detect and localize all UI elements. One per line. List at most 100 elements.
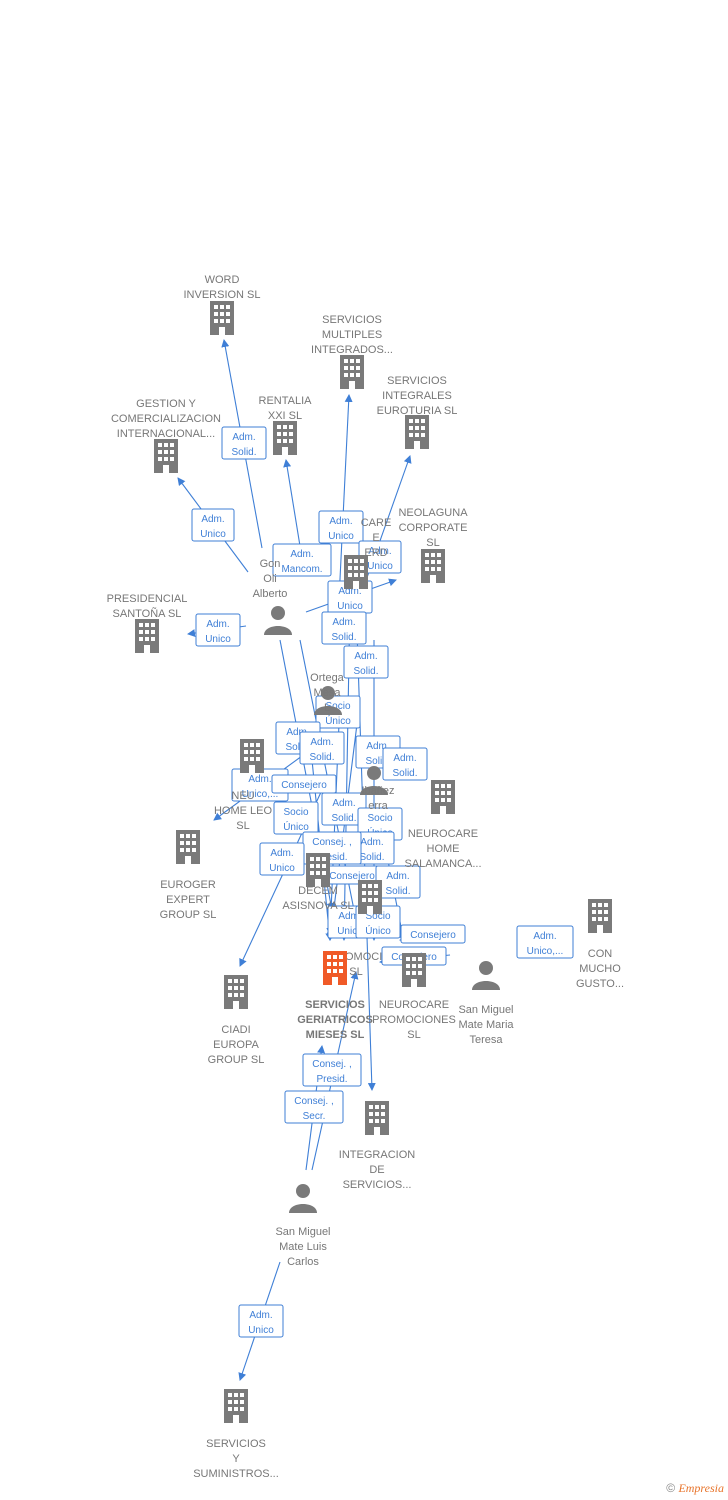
building-icon[interactable] — [405, 415, 429, 449]
building-icon[interactable] — [224, 1389, 248, 1423]
building-icon[interactable] — [588, 899, 612, 933]
node-neuhome[interactable]: NEU HOME LEO SL — [214, 739, 273, 832]
node-conmucho[interactable]: CONMUCHOGUSTO... — [576, 899, 624, 990]
node-integracion[interactable]: INTEGRACIONDESERVICIOS... — [339, 1101, 415, 1191]
relationship-tag-label: Adm.Solid. — [231, 432, 256, 458]
building-icon[interactable] — [135, 619, 159, 653]
brand-logo[interactable]: Empresia — [678, 1481, 724, 1495]
node-label-line: HOME LEO — [214, 805, 273, 817]
relationship-tag[interactable]: Adm.Unico — [318, 510, 364, 544]
node-label-line: SL — [426, 537, 439, 549]
relationship-tag[interactable]: Adm.Unico — [191, 508, 235, 542]
node-label-line: NEUROCARE — [408, 828, 478, 840]
building-icon[interactable] — [358, 880, 382, 914]
relationship-tag[interactable]: Adm.Solid. — [343, 645, 389, 679]
building-icon[interactable] — [273, 421, 297, 455]
building-icon[interactable] — [431, 780, 455, 814]
relationship-tag-label: Consej. ,Secr. — [294, 1096, 333, 1122]
node-label-line: SERVICIOS — [322, 314, 382, 326]
relationship-tag-label: Adm.Unico — [328, 516, 354, 542]
node-ssuministros[interactable]: SERVICIOSYSUMINISTROS... — [193, 1389, 279, 1480]
building-icon[interactable] — [240, 739, 264, 773]
node-label-line: GROUP SL — [208, 1054, 265, 1066]
node-gestion[interactable]: GESTION YCOMERCIALIZACIONINTERNACIONAL..… — [111, 398, 221, 473]
tags-layer: Adm.Solid.Adm.UnicoAdm.Mancom.Adm.UnicoA… — [191, 426, 574, 1338]
node-label-line: MUCHO — [579, 963, 621, 975]
building-icon[interactable] — [323, 951, 347, 985]
person-icon[interactable] — [289, 1184, 317, 1213]
building-icon[interactable] — [340, 355, 364, 389]
building-icon[interactable] — [154, 439, 178, 473]
relationship-tag[interactable]: Adm.Unico — [238, 1304, 284, 1338]
node-label-line: MIESES SL — [306, 1029, 365, 1041]
person-icon[interactable] — [264, 606, 292, 635]
building-icon[interactable] — [365, 1101, 389, 1135]
node-label-line: SERVICIOS — [206, 1438, 266, 1450]
relationship-tag-label: Adm.Solid. — [353, 651, 378, 677]
relationship-tag-label: Adm.Unico — [200, 514, 226, 540]
relationship-tag[interactable]: Adm.Unico — [259, 842, 305, 876]
relationship-tag[interactable]: Adm.Mancom. — [272, 543, 332, 577]
building-icon[interactable] — [224, 975, 248, 1009]
node-label-line: Mate Maria — [458, 1019, 514, 1031]
node-label-line: EUROTURIA SL — [377, 405, 458, 417]
relationship-tag[interactable]: Adm.Solid. — [321, 611, 367, 645]
node-label-line: NEU — [231, 790, 254, 802]
building-icon[interactable] — [344, 555, 368, 589]
relationship-tag-label: Adm.Solid. — [365, 741, 390, 767]
node-label-line: CORPORATE — [399, 522, 468, 534]
building-icon[interactable] — [210, 301, 234, 335]
relationship-tag[interactable]: Adm.Solid. — [382, 747, 428, 781]
node-label-line: Y — [232, 1453, 240, 1465]
node-label-line: HOME — [427, 843, 460, 855]
node-label-line: CIADI — [221, 1024, 250, 1036]
relationship-tag[interactable]: Consejero — [400, 924, 466, 944]
footer-brand: © Empresia — [666, 1481, 724, 1496]
building-icon[interactable] — [306, 853, 330, 887]
building-icon[interactable] — [176, 830, 200, 864]
copyright-icon: © — [666, 1481, 676, 1495]
building-icon[interactable] — [402, 953, 426, 987]
node-label-line: ERD — [364, 547, 387, 559]
relationship-tag[interactable]: Adm.Unico,... — [516, 925, 574, 959]
relationship-tag[interactable]: Adm.Solid. — [375, 865, 421, 899]
relationship-tag-label: Adm.Unico — [248, 1310, 274, 1336]
relationship-tag-label: Consej. ,Presid. — [312, 837, 351, 863]
relationship-tag[interactable]: Adm.Unico — [195, 613, 241, 647]
node-label-line: San Miguel — [275, 1226, 330, 1238]
person-icon[interactable] — [472, 961, 500, 990]
relationship-tag-label: Adm.Solid. — [285, 727, 310, 753]
node-label-line: L — [324, 702, 330, 714]
relationship-tag[interactable]: Consej. ,Secr. — [284, 1090, 344, 1124]
relationship-tag[interactable]: Adm.Solid. — [299, 731, 345, 765]
node-label-line: Mesa — [314, 687, 342, 699]
relationship-tag-label: Adm.Unico — [337, 586, 363, 612]
building-icon[interactable] — [421, 549, 445, 583]
relationship-tag-label: Adm.Solid. — [385, 871, 410, 897]
relationship-tag[interactable]: Adm.Solid. — [221, 426, 267, 460]
node-label-line: SL — [236, 820, 249, 832]
node-neusalamanca[interactable]: NEUROCAREHOMESALAMANCA... — [404, 780, 482, 870]
relationship-tag[interactable]: Adm.Solid. — [321, 792, 367, 826]
relationship-tag[interactable]: Consej. ,Presid. — [302, 1053, 362, 1087]
relationship-tag[interactable]: Consejero — [271, 774, 337, 794]
node-smi[interactable]: SERVICIOSMULTIPLESINTEGRADOS... — [311, 314, 393, 389]
